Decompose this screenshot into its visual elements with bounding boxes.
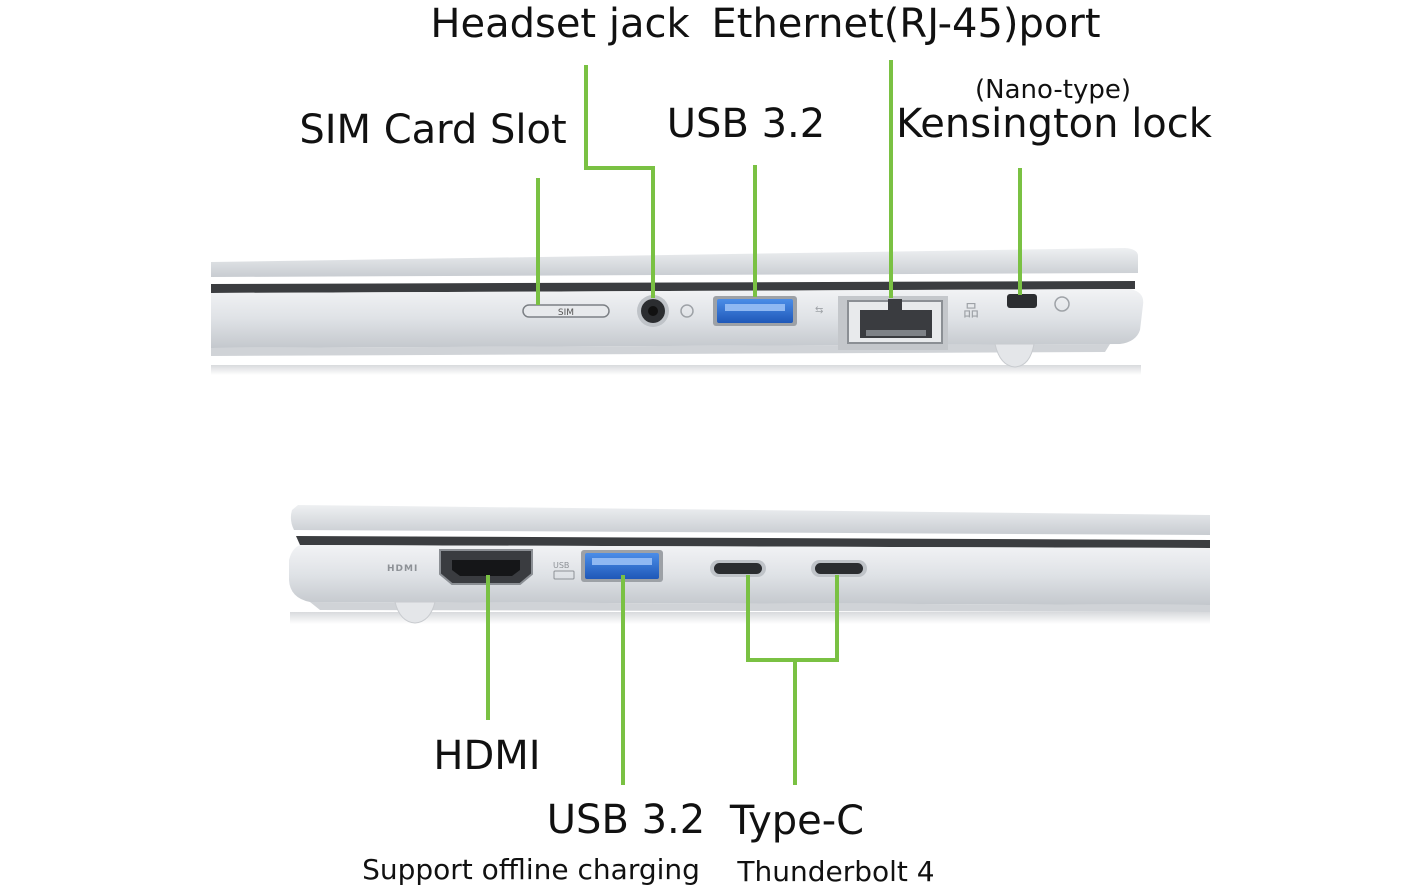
lock-icon [1054,296,1070,312]
leader-type-c [746,575,839,662]
ethernet-port: 品 [838,296,979,350]
top-laptop-body [211,248,1144,375]
sim-marking: SIM [558,308,574,318]
network-icon: 品 [963,301,979,320]
leader-lines [486,60,1022,785]
headset-icon [680,304,694,318]
label-ethernet-port: Ethernet(RJ-45)port [711,1,1101,47]
headset-jack-port [637,295,694,327]
label-type-c: Type-C [729,798,865,844]
hdmi-marking: HDMI [387,564,418,574]
label-headset-jack: Headset jack [430,1,690,47]
usb-port-top: ⇆ [713,296,823,326]
label-sim-card-slot: SIM Card Slot [299,107,567,153]
battery-charge-icon [553,570,575,580]
hdmi-port: HDMI [387,549,533,585]
label-kensington-note: (Nano-type) [975,75,1131,105]
leader-headset [584,65,655,298]
type-c-port-1 [710,560,766,577]
sim-card-slot: SIM [522,304,610,318]
label-usb-note: Support offline charging [362,853,700,886]
kensington-lock-slot [1007,294,1070,312]
usb-marking: USB [553,561,569,570]
label-type-c-note: Thunderbolt 4 [737,855,935,888]
usb-port-bottom: USB [553,550,663,582]
label-kensington-lock: Kensington lock [896,101,1212,147]
label-hdmi: HDMI [433,733,541,779]
usb-symbol-icon: ⇆ [815,305,823,316]
label-usb-3-2-bottom: USB 3.2 [546,797,706,843]
type-c-port-2 [811,560,867,577]
label-usb-3-2-top: USB 3.2 [666,101,826,147]
